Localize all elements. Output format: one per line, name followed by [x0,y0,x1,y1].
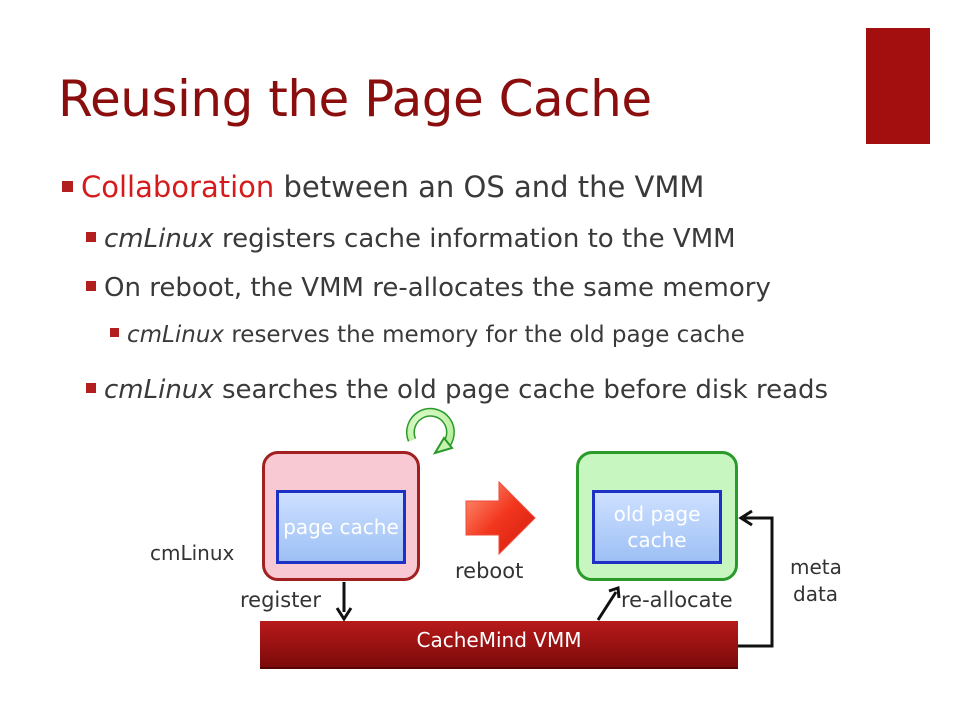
page-cache-block: page cache [276,490,406,564]
bullet-square-icon [62,180,73,192]
register-label: register [240,588,321,612]
bullet-italic: cmLinux [104,375,214,405]
reallocate-label: re-allocate [621,588,733,612]
bullet-italic: cmLinux [104,224,214,254]
reboot-label: reboot [455,559,524,583]
old-page-cache-block: old page cache [592,490,722,564]
bullet-square-icon [86,382,96,393]
bullet-square-icon [86,280,96,291]
reallocate-arrow-icon [596,585,621,621]
bullet-text: searches the old page cache before disk … [213,375,829,405]
bullet-square-icon [110,328,119,337]
bullet-text: On reboot, the VMM re-allocates the same… [104,273,771,303]
metadata-label-line1: meta [790,555,842,579]
bullet-reboot: On reboot, the VMM re-allocates the same… [86,273,771,303]
metadata-arrow-icon [738,509,774,648]
metadata-label-line2: data [793,582,839,606]
bullet-italic: cmLinux [127,322,225,348]
corner-accent-block [866,28,930,144]
register-arrow-icon [335,582,353,622]
reboot-arrow-icon [465,480,536,556]
bullet-text: reserves the memory for the old page cac… [224,322,745,348]
bullet-reserves: cmLinux reserves the memory for the old … [110,322,745,348]
bullet-square-icon [86,231,96,242]
bullet-registers: cmLinux registers cache information to t… [86,224,736,254]
slide-title: Reusing the Page Cache [58,70,652,128]
bullet-text: registers cache information to the VMM [213,224,736,254]
bullet-highlight: Collaboration [81,170,275,204]
bullet-collaboration: Collaboration between an OS and the VMM [62,170,704,204]
bullet-text: between an OS and the VMM [274,170,705,204]
bullet-searches: cmLinux searches the old page cache befo… [86,371,886,409]
refresh-icon [405,407,455,455]
cmlinux-label: cmLinux [150,541,235,565]
cachemind-vmm-bar: CacheMind VMM [260,621,738,669]
vmm-label: CacheMind VMM [416,628,582,652]
